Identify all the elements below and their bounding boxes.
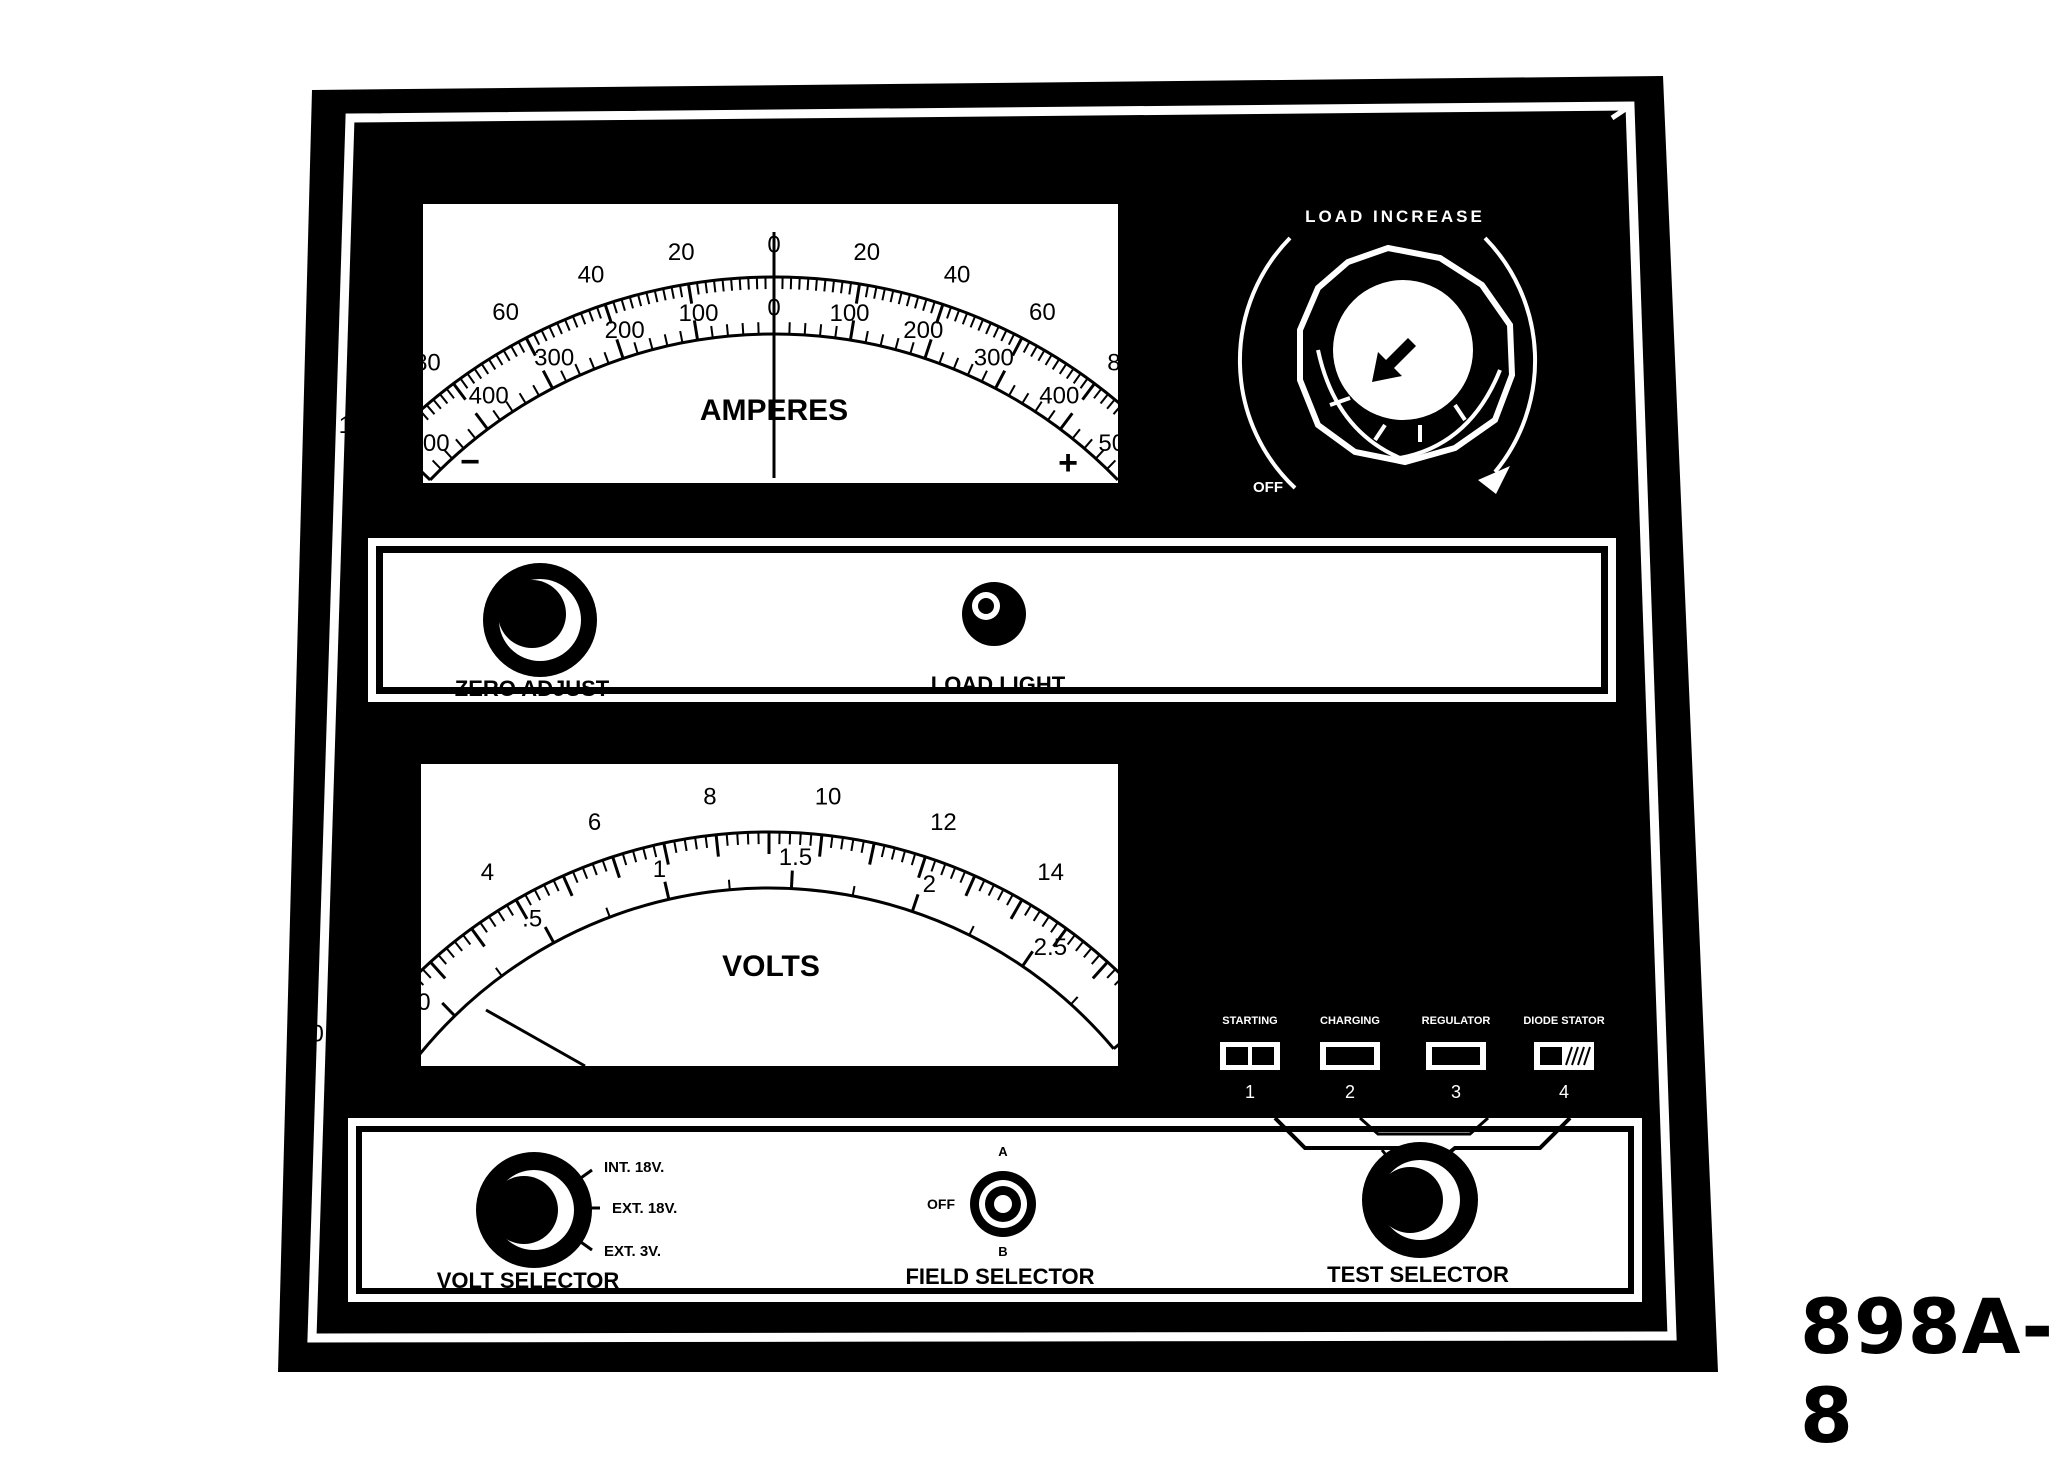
volt-outer-label-1: 2 [387, 930, 400, 957]
volt-selector-label: VOLT SELECTOR [437, 1268, 620, 1293]
volt-outer-tick-43 [748, 832, 749, 844]
ammeter-plus-sign: + [1058, 444, 1078, 482]
volt-inner-label-2: .5 [522, 906, 542, 933]
amp-inner-label-9: 400 [1039, 383, 1079, 410]
volt-outer-label-6: 12 [930, 809, 957, 836]
load-increase-label: LOAD INCREASE [1305, 207, 1485, 226]
volt-outer-label-5: 10 [815, 784, 842, 811]
test-position-lamp-3 [1432, 1047, 1480, 1065]
volt-inner-label-7: 3 [1142, 1029, 1155, 1056]
amp-outer-label-8: 60 [1029, 299, 1056, 326]
amp-inner-tick-28 [820, 324, 821, 336]
volt-option-ext-18v: EXT. 18V. [612, 1200, 677, 1217]
amp-inner-tick-27 [805, 323, 806, 335]
amp-outer-label-2: 60 [492, 299, 519, 326]
amp-outer-tick-47 [748, 278, 749, 290]
amp-inner-label-1: 400 [469, 383, 509, 410]
amp-inner-label-4: 100 [678, 300, 718, 327]
amp-outer-tick-55 [816, 279, 817, 291]
amp-outer-tick-56 [824, 279, 825, 291]
load-light-label: LOAD LIGHT [931, 672, 1066, 697]
amp-outer-label-4: 20 [668, 239, 695, 266]
amp-inner-tick-22 [727, 324, 728, 336]
test-position-number-2: 2 [1345, 1082, 1355, 1102]
volt-outer-label-3: 6 [588, 809, 601, 836]
volt-inner-label-3: 1 [653, 856, 666, 883]
field-off-label: OFF [927, 1196, 955, 1212]
test-position-lamp-1b [1252, 1047, 1274, 1065]
voltmeter-title: VOLTS [722, 950, 820, 983]
figure-id: 898A-8 [1800, 1282, 2070, 1460]
load-off-label: OFF [1253, 479, 1283, 496]
amp-outer-label-9: 80 [1107, 349, 1134, 376]
volt-option-int-18v: INT. 18V. [604, 1159, 664, 1176]
volt-inner-label-5: 2 [923, 871, 936, 898]
amp-outer-label-7: 40 [944, 262, 971, 289]
volt-inner-label-4: 1.5 [779, 844, 812, 871]
amp-inner-tick-23 [743, 323, 744, 335]
amp-inner-label-10: 500 [1098, 430, 1138, 457]
test-selector-label: TEST SELECTOR [1327, 1262, 1509, 1287]
amp-inner-label-2: 300 [534, 345, 574, 372]
volt-outer-label-7: 14 [1037, 859, 1064, 886]
amp-inner-label-7: 200 [903, 317, 943, 344]
amp-outer-tick-43 [714, 280, 715, 292]
amp-outer-tick-45 [731, 279, 732, 291]
test-position-number-3: 3 [1451, 1082, 1461, 1102]
amp-inner-label-0: 500 [410, 430, 450, 457]
amp-outer-tick-44 [723, 279, 724, 291]
ammeter-minus-sign: − [460, 443, 480, 481]
field-selector-switch[interactable] [970, 1171, 1036, 1237]
test-position-label-3: REGULATOR [1422, 1015, 1491, 1027]
test-position-number-4: 4 [1559, 1082, 1569, 1102]
load-light-lamp [962, 582, 1026, 646]
volt-outer-tick-41 [727, 834, 728, 846]
ammeter-title: AMPERES [700, 394, 848, 427]
amp-outer-label-6: 20 [853, 239, 880, 266]
volt-outer-label-0: 0 [310, 1021, 323, 1048]
volt-outer-tick-42 [737, 833, 738, 845]
test-position-lamp-1a [1226, 1047, 1248, 1065]
volt-outer-label-2: 4 [481, 859, 494, 886]
amp-outer-label-1: 80 [414, 349, 441, 376]
test-position-label-4: DIODE STATOR [1523, 1015, 1604, 1027]
amp-inner-label-3: 200 [605, 317, 645, 344]
amp-outer-tick-46 [740, 278, 741, 290]
volt-outer-tick-47 [790, 832, 791, 844]
test-selector-knob[interactable] [1362, 1142, 1478, 1258]
field-b-label: B [998, 1244, 1007, 1259]
bottom-panel: INT. 18V. EXT. 18V. EXT. 3V. VOLT SELECT… [348, 1118, 1642, 1302]
zero-adjust-knob[interactable] [483, 563, 597, 677]
test-position-number-1: 1 [1245, 1082, 1255, 1102]
test-position-lamp-2 [1326, 1047, 1374, 1065]
test-position-label-2: CHARGING [1320, 1015, 1380, 1027]
volt-inner-tick-8 [791, 871, 792, 889]
amp-outer-tick-53 [799, 278, 800, 290]
volt-outer-label-8: 16 [1131, 930, 1158, 957]
middle-panel: ZERO ADJUST LOAD LIGHT [368, 538, 1616, 702]
amp-outer-label-0: 100 [339, 412, 379, 439]
volt-inner-tick-7 [729, 880, 730, 890]
field-a-label: A [998, 1144, 1008, 1159]
amp-outer-label-10: 100 [1169, 412, 1209, 439]
test-position-lamp-4a [1540, 1047, 1562, 1065]
zero-adjust-label: ZERO ADJUST [455, 676, 610, 701]
amp-outer-label-3: 40 [578, 262, 605, 289]
volt-inner-label-1: 0 [417, 989, 430, 1016]
volt-outer-label-4: 8 [703, 784, 716, 811]
amp-inner-label-6: 100 [829, 300, 869, 327]
amp-outer-tick-54 [808, 278, 809, 290]
test-position-label-1: STARTING [1222, 1015, 1277, 1027]
volt-option-ext-3v: EXT. 3V. [604, 1243, 661, 1260]
amp-outer-tick-57 [833, 280, 834, 292]
field-selector-label: FIELD SELECTOR [905, 1264, 1094, 1289]
amp-inner-label-8: 300 [974, 345, 1014, 372]
volt-inner-label-6: 2.5 [1034, 934, 1067, 961]
ammeter: 1008060402002040608010050040030020010001… [339, 204, 1210, 483]
